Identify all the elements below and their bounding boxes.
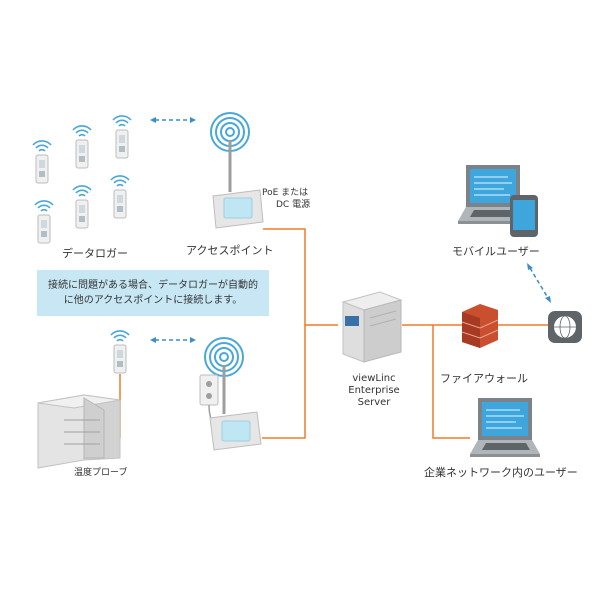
server-tower <box>341 291 403 363</box>
server-label: viewLinc Enterprise Server <box>334 373 414 409</box>
note-line1: 接続に問題がある場合、データロガーが自動的 <box>48 280 258 291</box>
access-point-2 <box>199 337 262 451</box>
data-logger-single <box>110 330 130 374</box>
corporate-user-label: 企業ネットワーク内のユーザー <box>424 466 578 479</box>
temp-probe-label: 温度プローブ <box>74 468 128 478</box>
server-label-line2: Enterprise <box>348 385 400 396</box>
mobile-user-devices <box>457 164 538 237</box>
access-point-label: アクセスポイント <box>186 244 274 257</box>
server-label-line1: viewLinc <box>352 373 396 384</box>
note-line2: に他のアクセスポイントに接続します。 <box>63 295 243 306</box>
firewall-label: ファイアウォール <box>440 372 528 385</box>
wireless-links <box>150 117 551 343</box>
firewall-icon <box>461 304 499 348</box>
temperature-cabinet <box>37 394 121 469</box>
access-point-1 <box>210 112 264 229</box>
reconnect-note: 接続に問題がある場合、データロガーが自動的 に他のアクセスポイントに接続します。 <box>37 270 269 316</box>
mobile-user-label: モバイルユーザー <box>452 245 540 258</box>
corporate-user-laptop <box>469 397 541 458</box>
data-logger-label: データロガー <box>62 247 128 260</box>
data-logger-group <box>32 115 132 244</box>
poe-label-line1: PoE または <box>262 188 309 198</box>
www-globe-icon <box>548 311 582 343</box>
server-label-line3: Server <box>357 397 391 408</box>
poe-label-line2: DC 電源 <box>276 200 311 210</box>
